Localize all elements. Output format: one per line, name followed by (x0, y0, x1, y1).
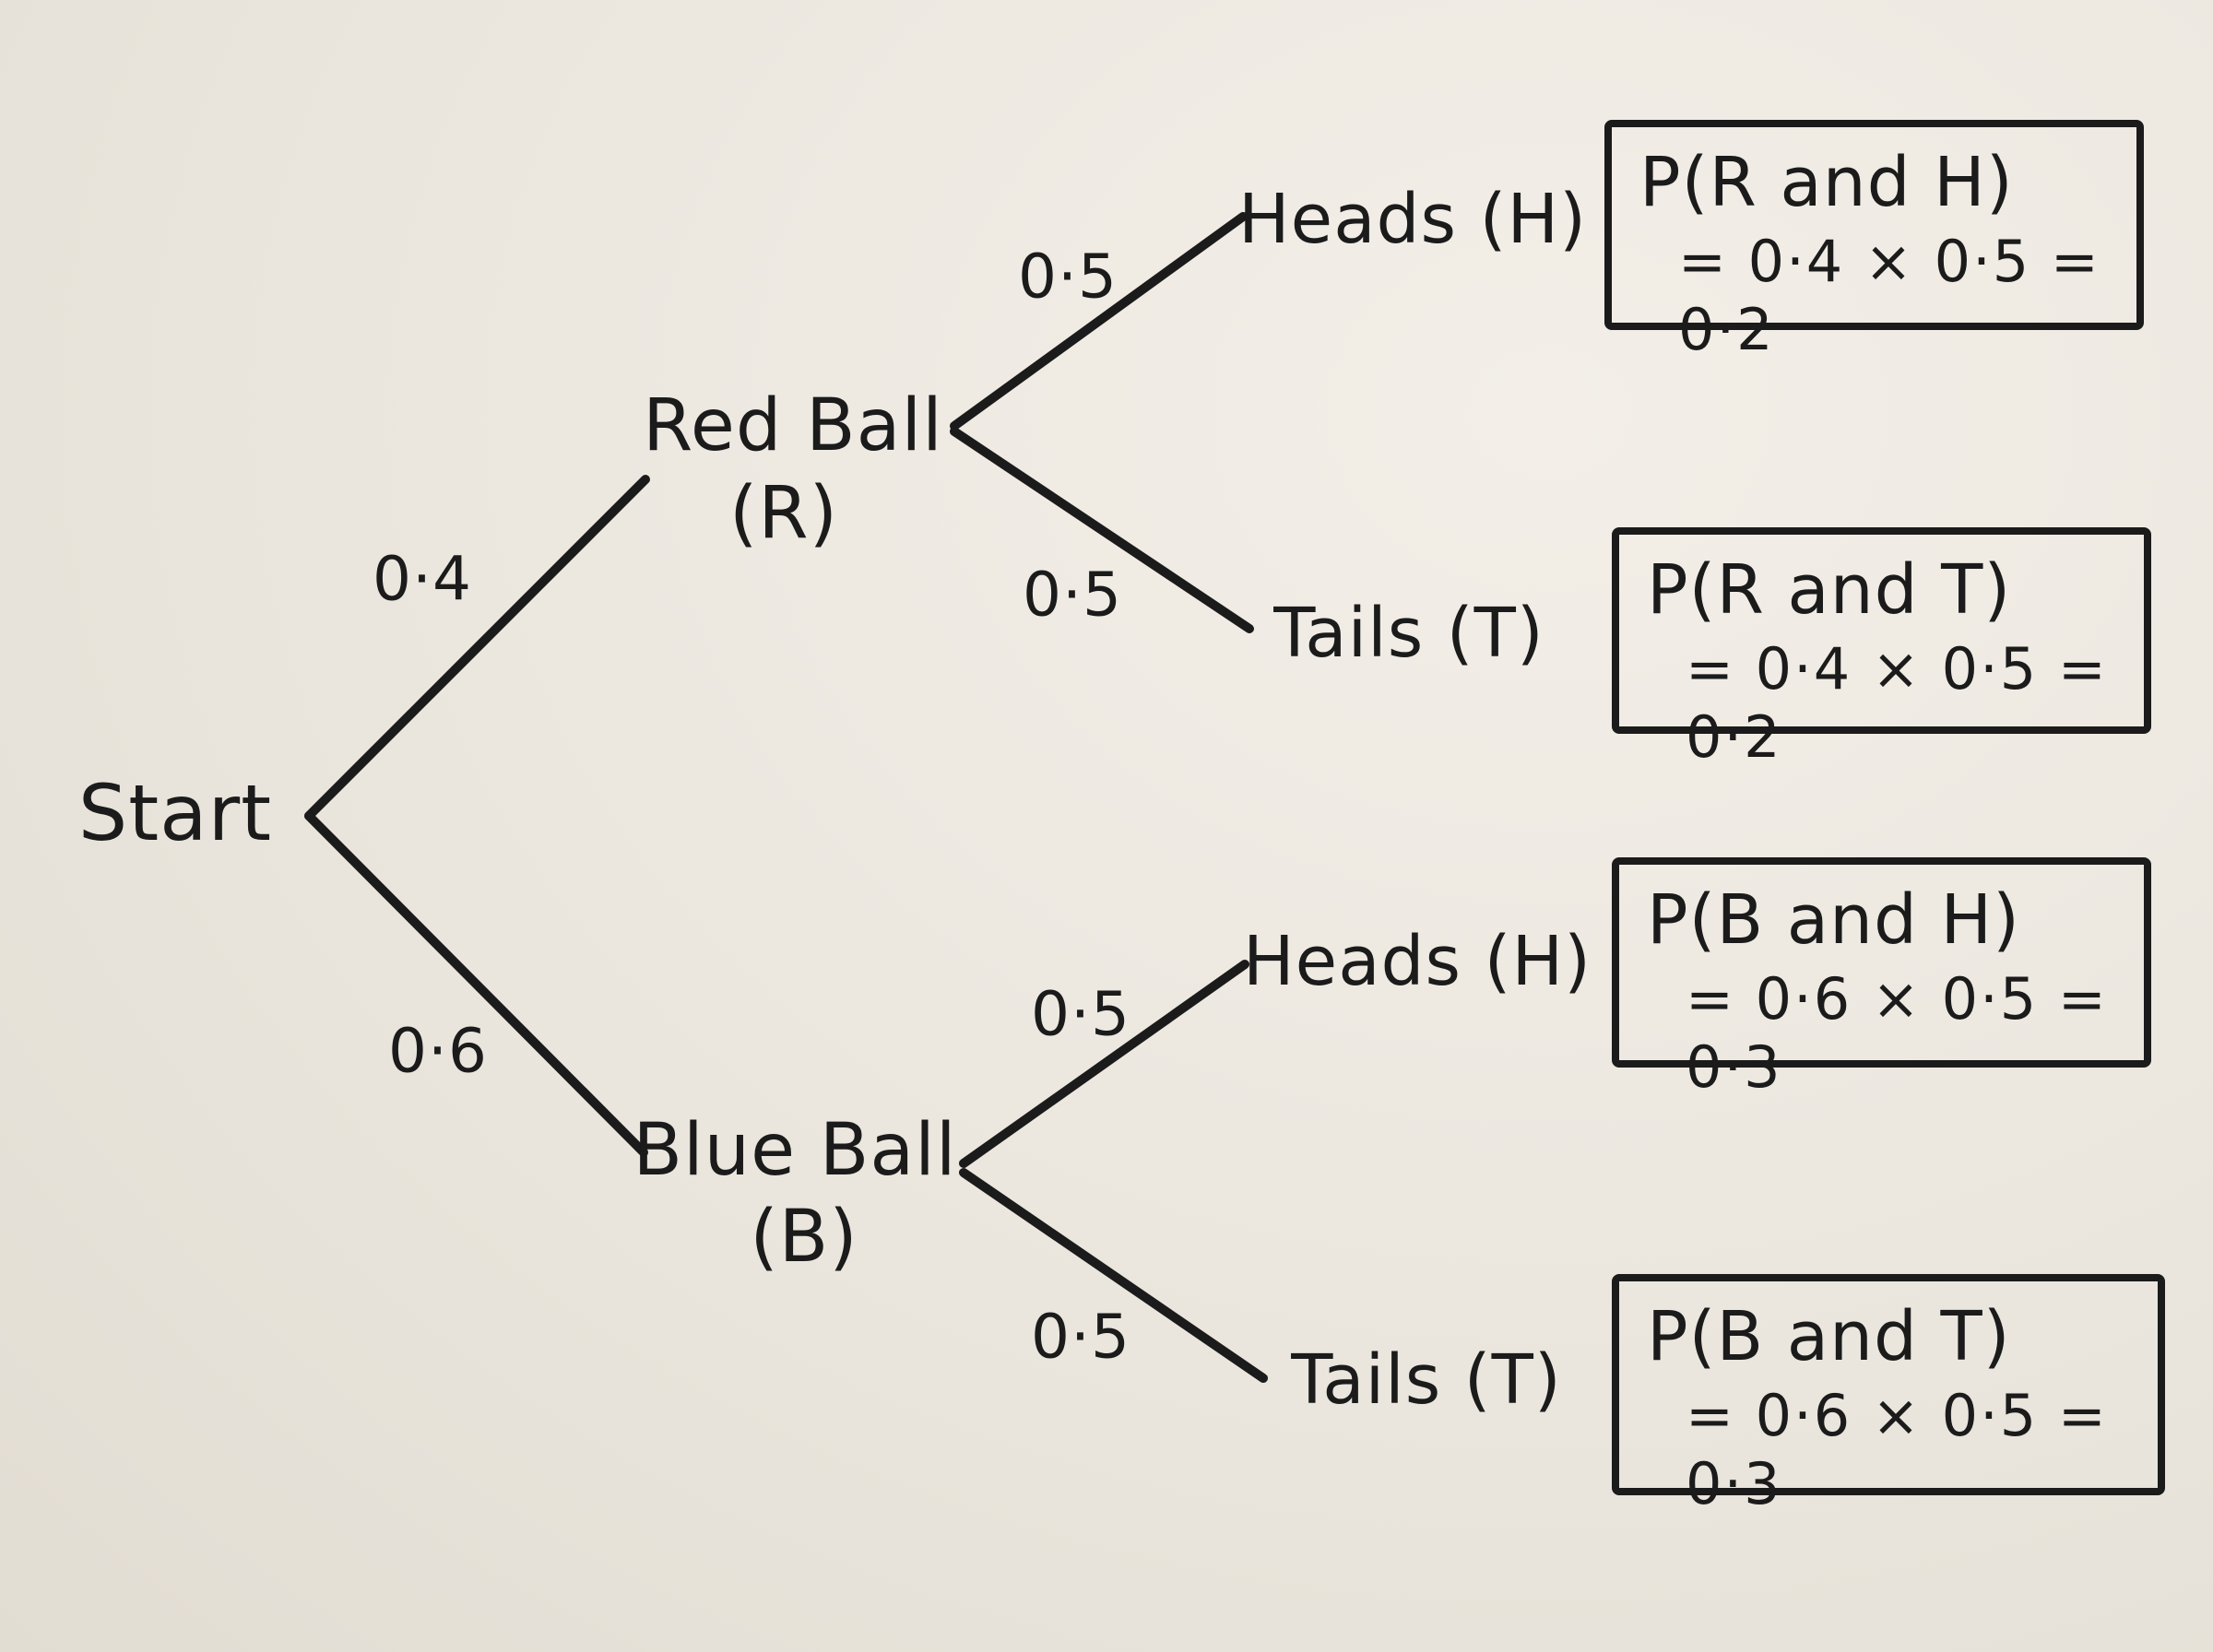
result-box-b-and-h: P(B and H) = 0·6 × 0·5 = 0·3 (1612, 857, 2151, 1101)
branch-line-red-tails (950, 427, 1254, 633)
branch-line-start-red (304, 475, 650, 820)
node-label-red-ball: Red Ball (643, 384, 943, 467)
branch-line-start-blue (304, 811, 648, 1157)
branch-probability-blue: 0·6 (388, 1015, 488, 1087)
outcome-label-blue-tails: Tails (T) (1291, 1340, 1562, 1420)
result-calculation: = 0·6 × 0·5 = 0·3 (1686, 1382, 2108, 1518)
result-title: P(R and T) (1647, 550, 2012, 630)
outcome-label-red-tails: Tails (T) (1273, 594, 1544, 673)
node-symbol-red-ball: (R) (728, 472, 839, 555)
node-symbol-blue-ball: (B) (750, 1196, 858, 1279)
result-calculation: = 0·4 × 0·5 = 0·2 (1686, 635, 2108, 772)
result-title: P(B and T) (1647, 1297, 2011, 1376)
outcome-label-red-heads: Heads (H) (1238, 180, 1587, 259)
node-label-blue-ball: Blue Ball (633, 1109, 957, 1192)
branch-line-blue-tails (959, 1168, 1268, 1383)
result-calculation: = 0·6 × 0·5 = 0·3 (1686, 965, 2108, 1102)
branch-probability-red: 0·4 (373, 543, 472, 615)
result-calculation: = 0·4 × 0·5 = 0·2 (1678, 228, 2101, 364)
result-title: P(B and H) (1647, 880, 2021, 960)
start-node-label: Start (77, 768, 273, 858)
outcome-label-blue-heads: Heads (H) (1243, 922, 1592, 1001)
result-box-r-and-t: P(R and T) = 0·4 × 0·5 = 0·2 (1612, 527, 2151, 771)
outcome-probability-red-heads: 0·5 (1018, 241, 1118, 313)
outcome-probability-blue-heads: 0·5 (1031, 978, 1130, 1050)
outcome-probability-blue-tails: 0·5 (1031, 1301, 1130, 1373)
result-box-b-and-t: P(B and T) = 0·6 × 0·5 = 0·3 (1612, 1274, 2165, 1517)
branch-line-red-heads (950, 212, 1248, 431)
branch-line-blue-heads (959, 960, 1249, 1168)
result-title: P(R and H) (1639, 143, 2014, 222)
outcome-probability-red-tails: 0·5 (1023, 559, 1122, 631)
result-box-r-and-h: P(R and H) = 0·4 × 0·5 = 0·2 (1604, 120, 2144, 363)
